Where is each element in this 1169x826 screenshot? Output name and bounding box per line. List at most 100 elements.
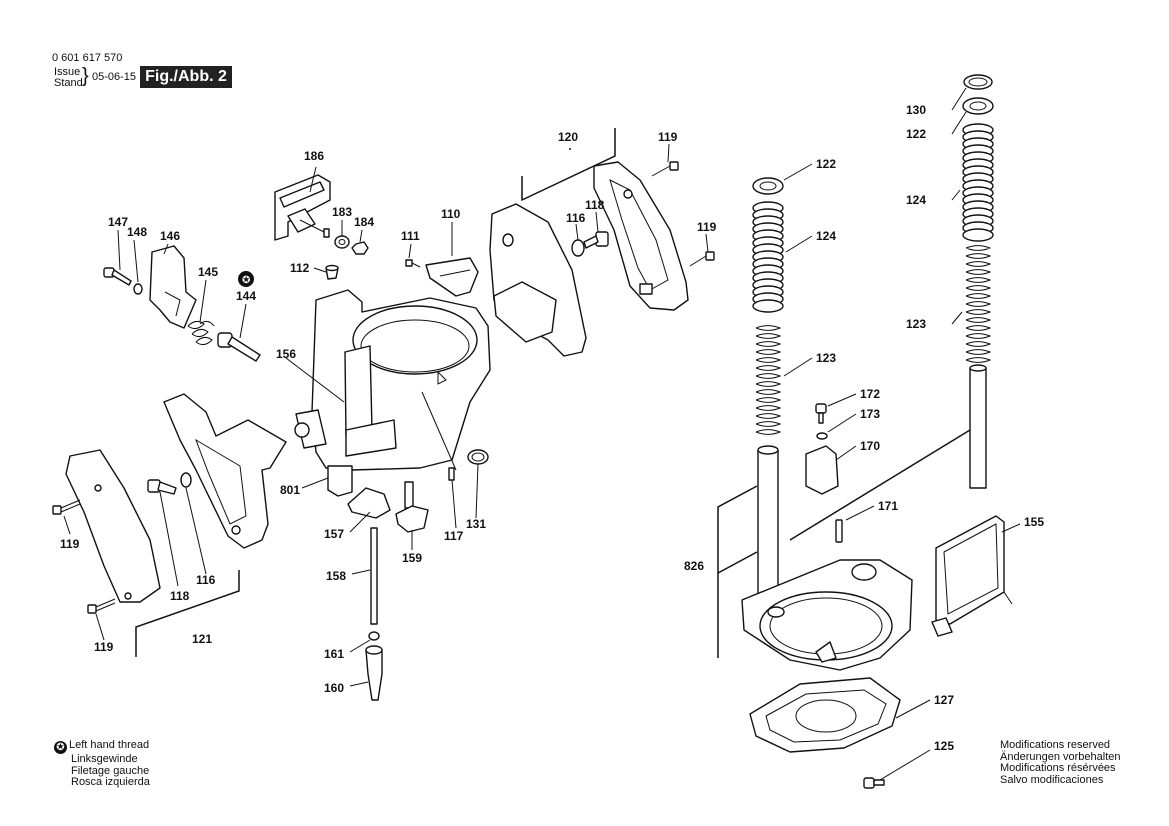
part-171-pin [835,519,843,543]
part-184-nut [351,241,369,255]
note-line-4: Rosca izquierda [71,776,150,788]
part-124-bellows-left [752,201,784,313]
part-120-handle-right-inner [489,203,587,357]
part-826-base [741,559,913,671]
part-131-o-ring [467,449,489,465]
part-127-sub-base [749,677,901,753]
note-line-3: Filetage gauche [71,764,150,777]
leader-lines [63,87,1021,781]
label-160: 160 [324,681,344,695]
part-116-washer-left [180,472,192,488]
part-130-circlip [963,74,993,90]
label-158: 158 [326,569,346,583]
label-123-left: 123 [816,351,836,365]
label-111: 111 [401,229,420,243]
part-118-bolt-right [583,231,609,249]
label-171: 171 [878,499,898,513]
part-119-screw-right-bottom [689,251,715,267]
issue-label: Issue [54,66,81,78]
group-826-left-bracket [717,485,758,658]
part-123-spring-right [965,245,992,363]
part-157-clamp [347,487,391,519]
label-159: 159 [402,551,422,565]
part-146-clip [149,245,197,329]
label-183: 183 [332,205,352,219]
part-123-spring-left [755,325,782,435]
part-145-spring [187,320,215,346]
group-826-mid [717,551,758,574]
part-186-bracket [274,174,331,241]
label-116-left: 116 [196,573,216,587]
left-thread-note: ✪Left hand thread Linksgewinde Filetage … [54,739,150,789]
part-122-washer-left [752,177,784,195]
part-125-screw [863,777,885,789]
label-801: 801 [280,483,300,497]
label-131: 131 [466,517,486,531]
label-122-left: 122 [816,157,836,171]
label-119-right: 119 [697,220,717,234]
brace: } [82,65,89,87]
part-111-screw [405,259,421,268]
label-127: 127 [934,693,954,707]
mod-line-1: Modifications reserved [1000,739,1111,751]
part-122-washer-right [962,97,994,115]
group-121-bracket [135,570,240,657]
label-118-right: 118 [585,198,605,212]
part-120-handle-right-outer [593,161,689,311]
label-826: 826 [684,559,704,573]
left-thread-symbol-icon [238,271,254,287]
label-145: 145 [198,265,218,279]
part-172-screw [815,403,827,424]
part-160-stop [365,645,383,701]
label-147: 147 [108,215,128,229]
part-number: 0 601 617 570 [52,52,123,64]
group-826-right [789,429,971,541]
note-line-2: Linksgewinde [71,753,138,765]
part-110-cover [425,257,479,297]
label-119-top: 119 [658,130,678,144]
mod-line-2: Änderungen vorbehalten [1000,750,1121,763]
part-119-screw-left-bottom [87,598,116,614]
part-144-bolt [217,332,261,362]
label-124-right: 124 [906,193,926,207]
label-155: 155 [1024,515,1044,529]
label-118-left: 118 [170,589,190,603]
part-118-bolt-left [147,479,177,495]
label-157: 157 [324,527,344,541]
label-170: 170 [860,439,880,453]
label-148: 148 [127,225,147,239]
label-110: 110 [441,207,461,221]
label-146: 146 [160,229,180,243]
label-144: 144 [236,289,256,303]
part-801-housing [294,289,491,497]
label-123-right: 123 [906,317,926,331]
svg-text:✪: ✪ [242,275,250,286]
issue-date: 05-06-15 [92,71,137,83]
label-121: 121 [192,632,212,646]
column-right [969,367,987,489]
figure-badge: Fig./Abb. 2 [140,66,232,88]
part-116-washer-right [571,239,585,257]
label-120: 120 [558,130,578,144]
label-116-right: 116 [566,211,586,225]
label-119-left: 119 [60,537,80,551]
mod-line-4: Salvo modificaciones [1000,773,1104,786]
label-124-left: 124 [816,229,836,243]
part-158-rod [370,527,378,625]
label-156: 156 [276,347,296,361]
label-117: 117 [444,529,464,543]
stand-label: Stand [54,77,83,89]
part-155-chip-shield [931,515,1013,637]
label-184: 184 [354,215,374,229]
part-117-pin [448,467,455,481]
label-186: 186 [304,149,324,163]
modifications-note: Modifications reserved Änderungen vorbeh… [1000,739,1121,786]
part-159-knob [395,481,429,533]
note-line-1: Left hand thread [69,739,150,751]
part-161-ring [368,631,380,641]
label-161: 161 [324,647,344,661]
part-183-washer [334,235,350,249]
label-172: 172 [860,387,880,401]
